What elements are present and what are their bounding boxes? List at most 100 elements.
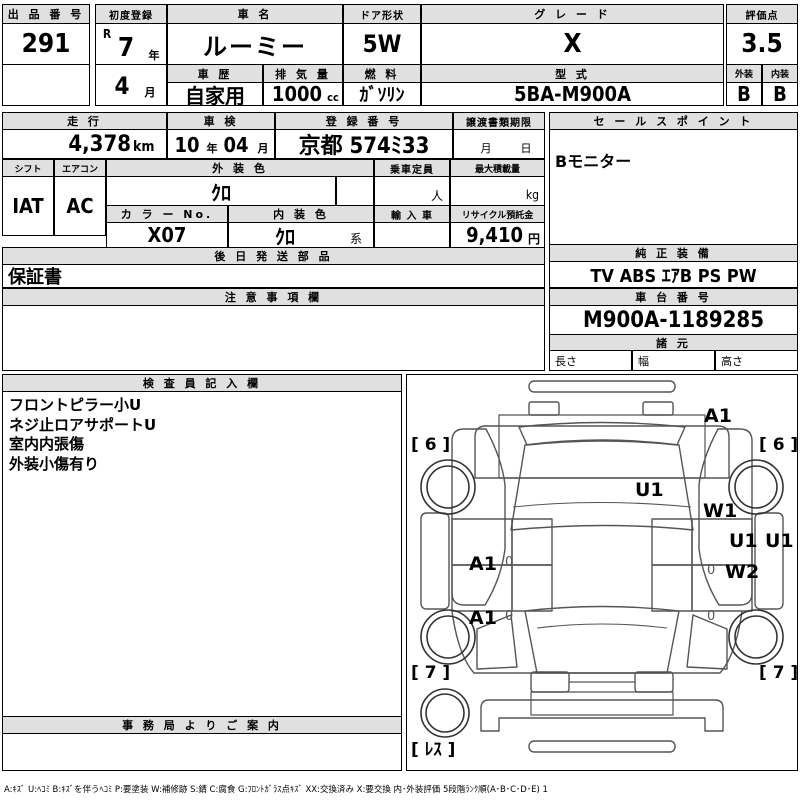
chassis-value: M900A-1189285 <box>583 307 764 333</box>
exterior-grade-cell: B <box>726 82 762 106</box>
int-color-suffix: 系 <box>349 231 362 246</box>
inspection-cell: 10 年 04 月 <box>167 129 275 159</box>
later-parts-cell: 保証書 <box>2 264 545 288</box>
fuel-value: ｶﾞｿﾘﾝ <box>359 85 405 105</box>
int-color-value: ｸﾛ <box>275 224 295 248</box>
reg-number-cell: 京都 574ﾐ33 <box>275 129 453 159</box>
equipment-cell: TV ABS ｴｱB PS PW <box>549 261 798 288</box>
history-header: 車 歴 <box>167 64 263 83</box>
legend-text: A:ｷｽﾞ U:ﾍｺﾐ B:ｷｽﾞを伴うﾍｺﾐ P:要塗装 W:補修跡 S:錆 … <box>4 785 548 795</box>
first-reg-year-cell: R 7 年 <box>95 23 167 65</box>
displacement-cell: 1000 cc <box>263 82 343 106</box>
reg-number-header: 登 録 番 号 <box>275 112 453 130</box>
office-notice-header: 事 務 局 よ り ご 案 内 <box>2 716 402 734</box>
equipment-value: TV ABS ｴｱB PS PW <box>590 265 757 287</box>
aircon-cell: AC <box>54 176 106 236</box>
color-no-cell: X07 <box>106 222 228 248</box>
later-parts-value: 保証書 <box>8 267 62 287</box>
lot-no-cell: 291 <box>2 23 90 65</box>
damage-mark-front-a1: A1 <box>704 405 732 427</box>
inspection-month: 04 <box>223 133 249 157</box>
color-no-header: カ ラ ー No. <box>106 205 228 223</box>
first-reg-year: 7 <box>117 33 135 63</box>
first-reg-month-unit: 月 <box>144 86 156 99</box>
inspection-month-unit: 月 <box>257 142 269 155</box>
score-cell: 3.5 <box>726 23 798 65</box>
ext-color-cell: ｸﾛ <box>106 176 336 206</box>
damage-mark-right-fender-w1: W1 <box>703 500 738 522</box>
damage-mark-left-front-door-a1: A1 <box>469 553 497 575</box>
first-reg-era: R <box>102 27 112 41</box>
ext-color-value: ｸﾛ <box>211 180 231 205</box>
ext-color-extra-cell <box>336 176 374 206</box>
doors-cell: 5W <box>343 23 421 65</box>
chassis-header: 車 台 番 号 <box>549 288 798 306</box>
model-code-value: 5BA-M900A <box>513 83 632 105</box>
first-reg-year-unit: 年 <box>148 49 160 62</box>
fuel-cell: ｶﾞｿﾘﾝ <box>343 82 421 106</box>
max-load-unit: kg <box>525 188 539 202</box>
mileage-value: 4,378 <box>68 131 131 157</box>
grade-header: グ レ ー ド <box>421 4 724 24</box>
damage-mark-right-quarter-u1: U1 <box>765 530 794 552</box>
inspector-header: 検 査 員 記 入 欄 <box>2 374 402 392</box>
damage-mark-left-rear-door-zero: 0 <box>505 609 514 624</box>
shift-header: シフト <box>2 159 54 177</box>
sales-point-header: セ ー ル ス ポ イ ン ト <box>549 112 798 130</box>
caution-header: 注 意 事 項 欄 <box>2 288 545 306</box>
specs-length-label: 長さ <box>555 354 577 368</box>
fuel-header: 燃 料 <box>343 64 421 83</box>
int-color-header: 内 装 色 <box>228 205 374 223</box>
import-header: 輸 入 車 <box>374 205 450 223</box>
mileage-cell: 4,378 km <box>2 129 167 159</box>
exterior-grade-header: 外装 <box>726 64 762 83</box>
exterior-grade-value: B <box>737 83 751 105</box>
doors-header: ドア形状 <box>343 4 421 24</box>
first-reg-month-cell: 4 月 <box>95 64 167 106</box>
damage-mark-left-rear-door-a1: A1 <box>469 607 497 629</box>
lot-no-header: 出 品 番 号 <box>2 4 90 24</box>
history-cell: 自家用 <box>167 82 263 106</box>
inspector-notes: フロントピラー小U ネジ止ロアサポートU 室内内張傷 外装小傷有り <box>9 396 157 473</box>
displacement-value: 1000 <box>271 83 322 105</box>
mileage-unit: km <box>133 139 155 155</box>
damage-mark-right-door-u1: U1 <box>729 530 758 552</box>
damage-mark-right-door-zero: 0 <box>707 563 716 578</box>
sales-point-cell: Bモニター <box>549 129 798 245</box>
color-no-value: X07 <box>147 223 187 247</box>
inspection-header: 車 検 <box>167 112 275 130</box>
score-value: 3.5 <box>741 29 783 59</box>
first-reg-header: 初度登録 <box>95 4 167 24</box>
tire-label-tire-rear-left: [ 7 ] <box>411 663 451 683</box>
recycle-value: 9,410 <box>466 223 523 247</box>
transfer-doc-cell: 月 日 <box>453 129 545 159</box>
model-code-cell: 5BA-M900A <box>421 82 724 106</box>
import-value <box>375 223 449 247</box>
tire-label-tire-front-right: [ 6 ] <box>759 435 799 455</box>
import-cell <box>374 222 450 248</box>
capacity-cell: 人 <box>374 176 450 206</box>
caution-cell <box>2 305 545 371</box>
car-name-cell: ルーミー <box>167 23 343 65</box>
model-code-header: 型 式 <box>421 64 724 83</box>
transfer-doc-day-unit: 日 <box>520 142 532 155</box>
aircon-value: AC <box>66 194 94 218</box>
score-header: 評価点 <box>726 4 798 24</box>
specs-width-cell: 幅 <box>632 350 715 371</box>
ext-color-header: 外 装 色 <box>106 159 374 177</box>
mileage-header: 走 行 <box>2 112 167 130</box>
equipment-header: 純 正 装 備 <box>549 244 798 262</box>
transfer-doc-month-unit: 月 <box>480 142 492 155</box>
displacement-unit: cc <box>327 90 339 104</box>
tire-label-spare-tire: [ ﾚｽ ] <box>411 740 456 760</box>
recycle-cell: 9,410 円 <box>450 222 545 248</box>
inspection-year-unit: 年 <box>206 142 218 155</box>
doors-value: 5W <box>362 30 402 58</box>
chassis-cell: M900A-1189285 <box>549 305 798 335</box>
damage-mark-right-rear-zero: 0 <box>707 609 716 624</box>
later-parts-header: 後 日 発 送 部 品 <box>2 247 545 265</box>
damage-mark-roof-u1: U1 <box>635 479 664 501</box>
history-value: 自家用 <box>185 83 245 106</box>
office-notice-cell <box>2 733 402 771</box>
